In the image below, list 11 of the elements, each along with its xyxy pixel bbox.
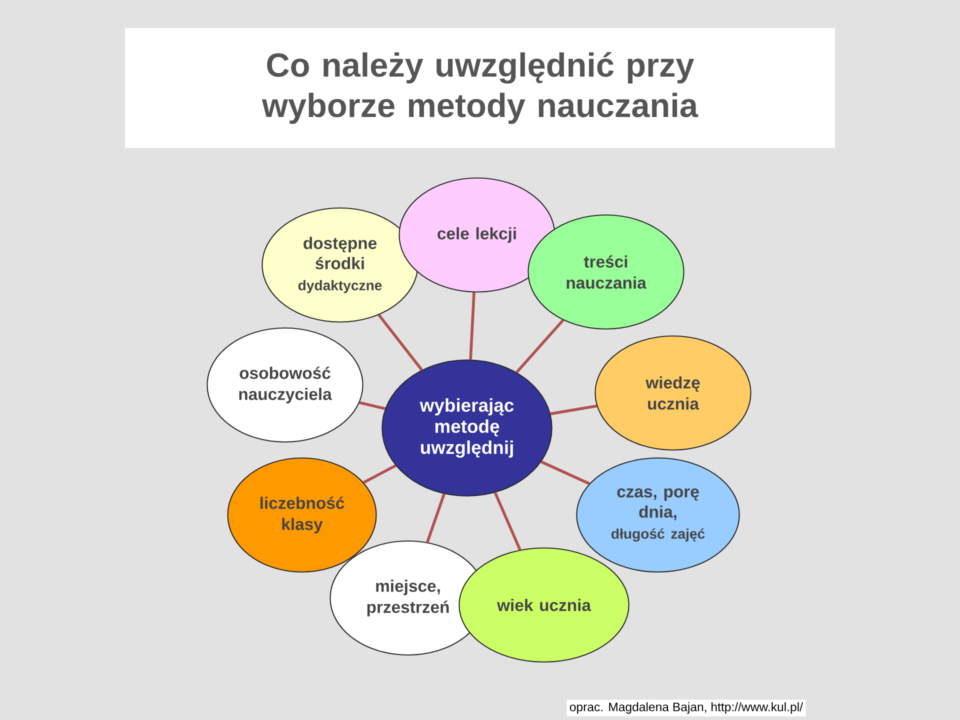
source-note: oprac. Magdalena Bajan, http://www.kul.pl/ (566, 700, 806, 716)
connector-line (469, 292, 476, 360)
connector-line (378, 314, 423, 371)
connector-line (494, 492, 522, 550)
connector-line (540, 460, 590, 485)
connector-line (363, 464, 396, 484)
connector-line (550, 404, 597, 416)
title-box: Co należy uwzględnić przy wyborze metody nauczania (125, 28, 835, 148)
connector-line (516, 319, 564, 374)
connector-line (359, 401, 386, 410)
connector-line (426, 494, 446, 543)
